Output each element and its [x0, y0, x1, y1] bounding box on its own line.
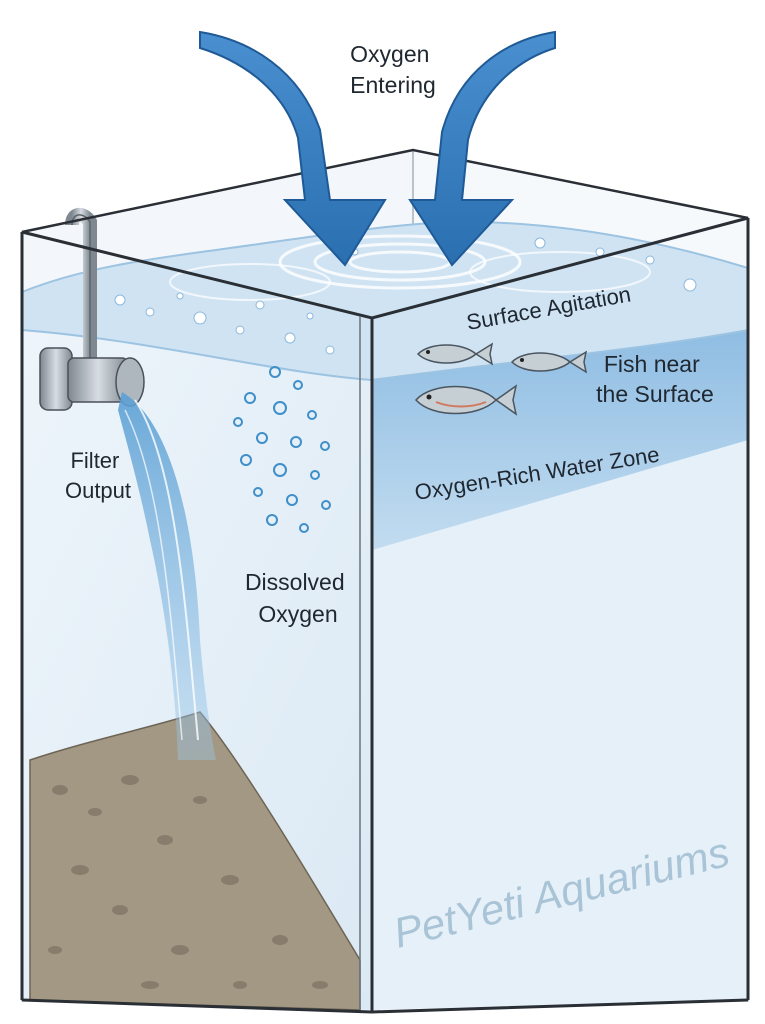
- down-arrow-icon: [408, 30, 556, 267]
- dissolved-oxygen-bubbles: [233, 366, 331, 533]
- bubble-icon: [266, 514, 278, 526]
- oxygen-entering-label: Oxygen Entering: [350, 41, 436, 98]
- filter-output-label: Filter Output: [65, 448, 131, 503]
- bubble-icon: [293, 380, 303, 390]
- bubble-icon: [233, 417, 243, 427]
- bubble-icon: [269, 366, 281, 378]
- bubble-icon: [286, 494, 298, 506]
- oxygen-rich-zone: [372, 330, 748, 550]
- fish-group: [414, 342, 588, 416]
- bubble-icon: [320, 441, 330, 451]
- oxygen-arrows: [199, 30, 556, 267]
- bubble-icon: [273, 401, 287, 415]
- gravel-substrate: [29, 711, 361, 1011]
- bubble-icon: [273, 463, 287, 477]
- filter-waterfall: [118, 392, 216, 760]
- tank-right-water: [372, 330, 748, 1010]
- dissolved-oxygen-label: Dissolved Oxygen: [245, 569, 351, 627]
- fish-near-surface-label: Fish near the Surface: [596, 351, 714, 407]
- bubble-icon: [256, 432, 268, 444]
- bubble-icon: [307, 410, 317, 420]
- water-surface: [21, 220, 749, 382]
- bubble-icon: [240, 454, 252, 466]
- fish-icon: [414, 384, 518, 416]
- down-arrow-icon: [199, 30, 387, 267]
- bubble-icon: [310, 470, 320, 480]
- bubble-icon: [321, 500, 331, 510]
- bubble-icon: [299, 523, 309, 533]
- bubble-icon: [290, 436, 302, 448]
- tank-glass-edges: [20, 148, 750, 1014]
- fish-icon: [416, 342, 494, 366]
- bubble-icon: [253, 487, 263, 497]
- fish-icon: [510, 350, 588, 374]
- bubble-icon: [244, 392, 256, 404]
